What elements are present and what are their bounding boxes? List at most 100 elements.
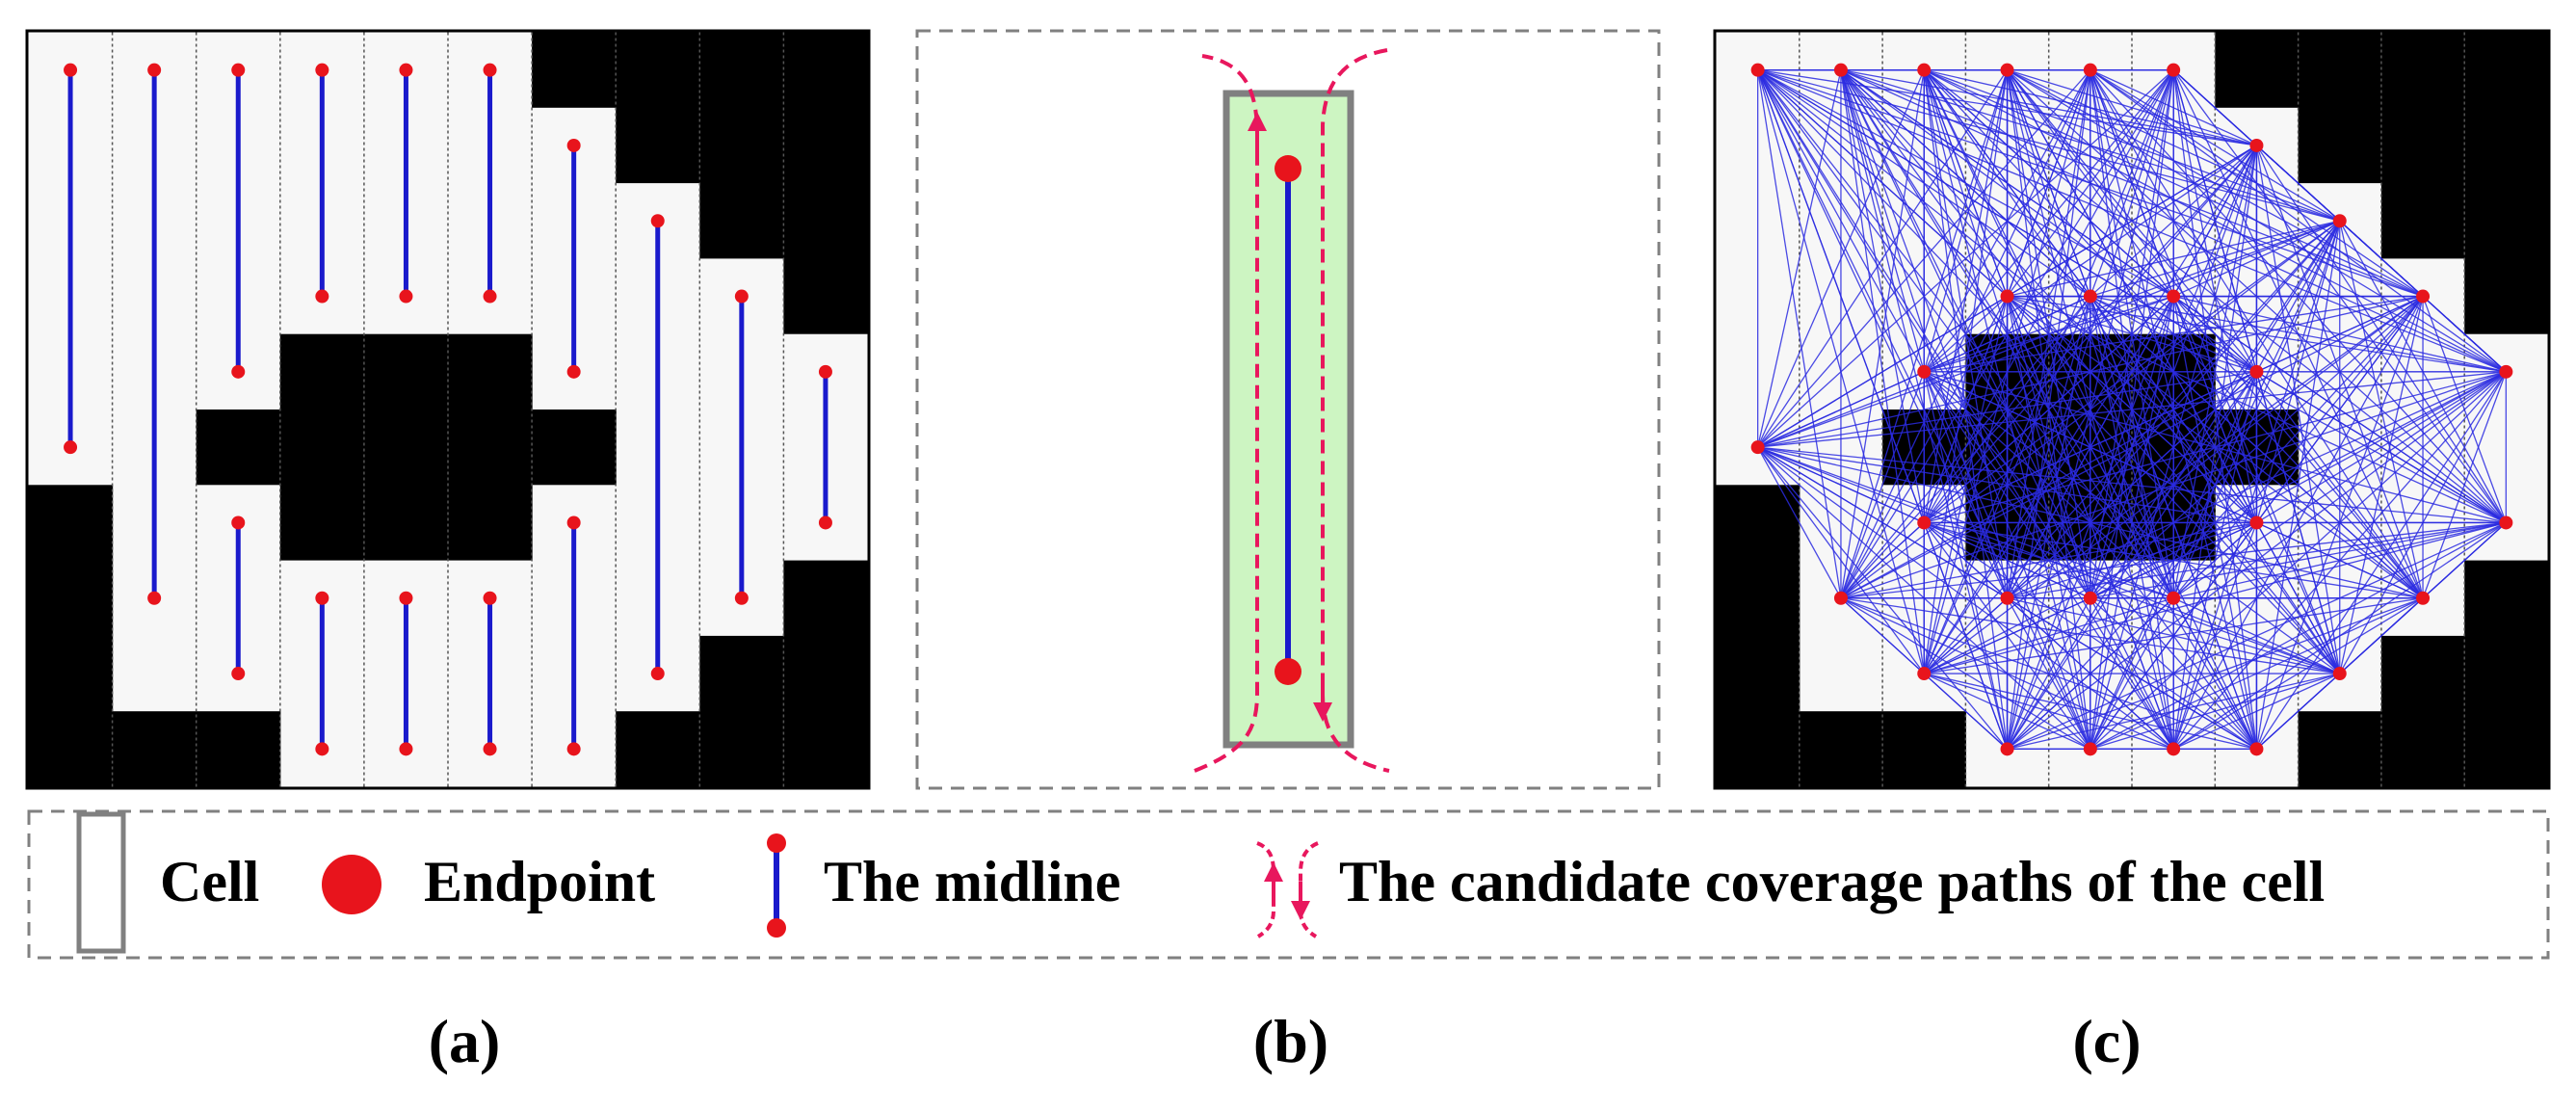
graph-node xyxy=(1917,63,1932,77)
obstacle-block xyxy=(2380,635,2465,787)
graph-edge xyxy=(2172,145,2258,750)
graph-node xyxy=(2499,515,2513,530)
obstacle-block xyxy=(1716,485,1801,787)
graph-node xyxy=(1833,591,1848,605)
graph-node xyxy=(2000,742,2014,756)
graph-node xyxy=(2499,364,2513,379)
obstacle-block xyxy=(532,32,617,108)
graph-edge xyxy=(2006,597,2091,750)
obstacle-block xyxy=(2464,32,2549,334)
legend-paths-label: The candidate coverage paths of the cell xyxy=(1339,850,2325,913)
legend-paths-icon xyxy=(1256,841,1319,938)
graph-edge xyxy=(2172,296,2257,373)
graph-edge xyxy=(2090,69,2341,222)
graph-edge xyxy=(2172,296,2258,523)
endpoint xyxy=(566,742,581,756)
graph-edge xyxy=(2255,221,2341,750)
endpoint xyxy=(64,63,78,77)
graph-edge xyxy=(2422,296,2507,523)
legend-frame xyxy=(27,809,2550,960)
midline-endpoints xyxy=(64,63,832,756)
endpoint xyxy=(399,591,413,605)
obstacle-block xyxy=(616,32,700,184)
graph-node xyxy=(2167,742,2181,756)
endpoint xyxy=(315,63,329,77)
obstacle-block xyxy=(699,32,784,259)
graph-edge xyxy=(2006,296,2091,750)
graph-edge xyxy=(2090,69,2174,598)
obstacle-block xyxy=(196,711,281,787)
endpoint xyxy=(734,591,749,605)
endpoint xyxy=(315,742,329,756)
graph-node xyxy=(1917,667,1932,681)
graph-edge xyxy=(2172,371,2258,598)
graph-nodes xyxy=(1750,63,2513,756)
graph-edge xyxy=(2172,145,2258,297)
graph-edge xyxy=(2090,597,2174,750)
endpoint xyxy=(483,742,497,756)
graph-node xyxy=(2249,515,2264,530)
endpoint xyxy=(315,591,329,605)
graph-edge xyxy=(2090,69,2174,750)
graph-edge xyxy=(2339,221,2424,598)
endpoint xyxy=(231,515,246,530)
graph-edge xyxy=(1923,69,2009,523)
graph-edge xyxy=(2255,371,2507,750)
graph-edge xyxy=(1923,296,2008,373)
graph-edge xyxy=(2006,296,2091,598)
endpoint xyxy=(483,591,497,605)
graph-node xyxy=(1750,63,1765,77)
graph-edge xyxy=(1840,371,1925,598)
graph-edge xyxy=(2090,371,2507,750)
caption-b: (b) xyxy=(1253,1007,1328,1075)
endpoint xyxy=(483,63,497,77)
panel-b-single-cell xyxy=(915,29,1661,790)
obstacle-block xyxy=(699,635,784,787)
endpoint xyxy=(399,742,413,756)
graph-edge xyxy=(2172,296,2258,750)
graph-node xyxy=(2332,214,2347,228)
endpoint xyxy=(231,364,246,379)
endpoint xyxy=(399,63,413,77)
obstacle-block xyxy=(1799,711,1883,787)
caption-a: (a) xyxy=(429,1007,501,1075)
graph-node xyxy=(2416,591,2431,605)
panel-b-frame xyxy=(915,29,1661,790)
graph-node xyxy=(2000,591,2014,605)
obstacle-block xyxy=(2215,32,2300,108)
obstacle-block xyxy=(2464,560,2549,787)
graph-edge xyxy=(2172,296,2424,599)
endpoint xyxy=(818,364,832,379)
obstacle-block xyxy=(532,410,617,486)
obstacle-block xyxy=(28,485,114,787)
endpoint xyxy=(566,515,581,530)
graph-edge xyxy=(2255,145,2341,674)
cell-boundaries xyxy=(111,32,785,787)
graph-node xyxy=(2083,591,2097,605)
obstacle-block xyxy=(783,560,869,787)
graph-edge xyxy=(1923,69,2009,674)
graph-edge xyxy=(2007,145,2257,298)
graph-edge xyxy=(2172,597,2424,750)
endpoint xyxy=(566,364,581,379)
graph-node xyxy=(1833,63,1848,77)
graph-edge xyxy=(2006,69,2091,297)
graph-node xyxy=(2249,364,2264,379)
graph-node xyxy=(2083,742,2097,756)
graph-edge xyxy=(2090,69,2507,373)
graph-edge xyxy=(2256,371,2507,524)
graph-edge xyxy=(2006,69,2091,750)
graph-edge xyxy=(2007,69,2257,146)
endpoint xyxy=(147,591,162,605)
graph-edge xyxy=(2172,522,2258,750)
legend-midline-endpoint-top xyxy=(767,833,786,853)
obstacle-block xyxy=(616,711,700,787)
legend-endpoint-label: Endpoint xyxy=(424,850,655,913)
graph-edge xyxy=(2090,296,2174,750)
legend-cell-label: Cell xyxy=(160,850,259,913)
graph-edge xyxy=(1757,446,1842,599)
endpoint-bottom xyxy=(1275,658,1301,685)
endpoint xyxy=(147,63,162,77)
obstacle-block xyxy=(2380,32,2465,259)
